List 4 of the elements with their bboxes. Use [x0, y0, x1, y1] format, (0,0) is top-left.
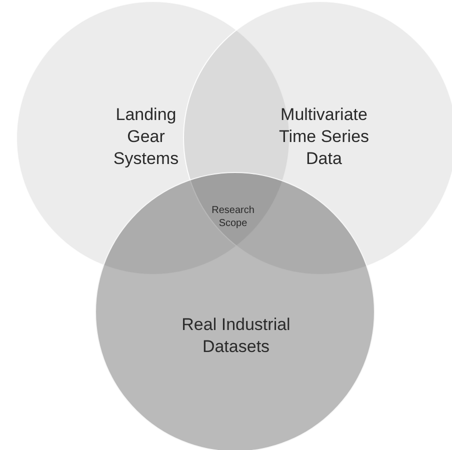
circle-label: Real Industrial Datasets: [180, 314, 292, 358]
circle-label: Landing Gear Systems: [112, 104, 180, 170]
circle-label: Multivariate Time Series Data: [278, 104, 370, 170]
overlap-label: Research Scope: [210, 204, 256, 230]
